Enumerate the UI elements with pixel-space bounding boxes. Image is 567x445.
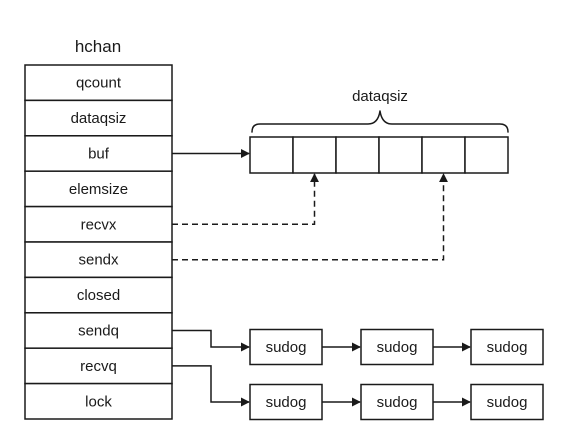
hchan-fields: qcount dataqsiz buf elemsize recvx sendx close…: [24, 64, 173, 420]
field-buf: buf: [24, 135, 173, 172]
buffer-slot: [335, 136, 380, 174]
sudog-node: sudog: [249, 383, 323, 421]
field-cell: [24, 241, 173, 279]
sendx-pointer-arrow: [172, 173, 448, 261]
field-cell: [24, 99, 173, 137]
sudog-box: [360, 383, 434, 421]
field-sendq: sendq: [24, 312, 173, 349]
sudog-box: [249, 383, 323, 421]
recvq-queue: sudog sudog sudog: [172, 365, 544, 421]
field-sendx: sendx: [24, 241, 173, 279]
buffer-slot: [292, 136, 337, 174]
field-pointers: [172, 149, 448, 261]
field-cell: [24, 382, 173, 420]
field-label: lock: [85, 393, 112, 410]
sudog-node: sudog: [360, 328, 434, 366]
sudog-box: [470, 328, 544, 366]
sudog-node: sudog: [360, 383, 434, 421]
ring-buffer: dataqsiz: [249, 88, 509, 174]
sudog-label: sudog: [487, 394, 528, 411]
buffer-slot: [464, 136, 509, 174]
sudog-label: sudog: [266, 339, 307, 356]
sudog-label: sudog: [377, 394, 418, 411]
sudog-box: [470, 383, 544, 421]
struct-title: hchan: [75, 37, 121, 56]
field-label: dataqsiz: [71, 110, 127, 127]
field-label: elemsize: [69, 181, 128, 198]
field-qcount: qcount: [24, 64, 173, 102]
sudog-box: [249, 328, 323, 366]
sudog-label: sudog: [487, 339, 528, 356]
field-closed: closed: [24, 276, 173, 314]
field-label: qcount: [76, 75, 122, 92]
sudog-node: sudog: [249, 328, 323, 366]
field-cell: [24, 312, 173, 349]
buffer-slot: [249, 136, 294, 174]
field-label: recvx: [81, 216, 117, 233]
buffer-slot: [378, 136, 423, 174]
sendq-queue: sudog sudog sudog: [172, 328, 544, 366]
field-dataqsiz: dataqsiz: [24, 99, 173, 137]
sudog-label: sudog: [377, 339, 418, 356]
sendq-head-arrow: [172, 329, 250, 352]
sudog-label: sudog: [266, 394, 307, 411]
sudog-node: sudog: [470, 383, 544, 421]
field-lock: lock: [24, 382, 173, 420]
field-recvx: recvx: [24, 205, 173, 243]
field-elemsize: elemsize: [24, 170, 173, 208]
field-label: recvq: [80, 358, 117, 375]
field-cell: [24, 64, 173, 102]
buffer-slot: [421, 136, 466, 174]
sudog-box: [360, 328, 434, 366]
sudog-node: sudog: [470, 328, 544, 366]
buffer-size-label: dataqsiz: [352, 88, 408, 105]
field-label: sendq: [78, 323, 119, 340]
recvq-head-arrow: [172, 365, 250, 407]
field-cell: [24, 170, 173, 208]
wait-queues: sudog sudog sudog sudog sudog sudog: [172, 328, 544, 421]
field-label: buf: [88, 146, 110, 163]
field-recvq: recvq: [24, 347, 173, 385]
buffer-brace: [251, 110, 509, 133]
field-label: sendx: [78, 252, 119, 269]
field-label: closed: [77, 287, 120, 304]
recvx-pointer-arrow: [172, 173, 319, 226]
